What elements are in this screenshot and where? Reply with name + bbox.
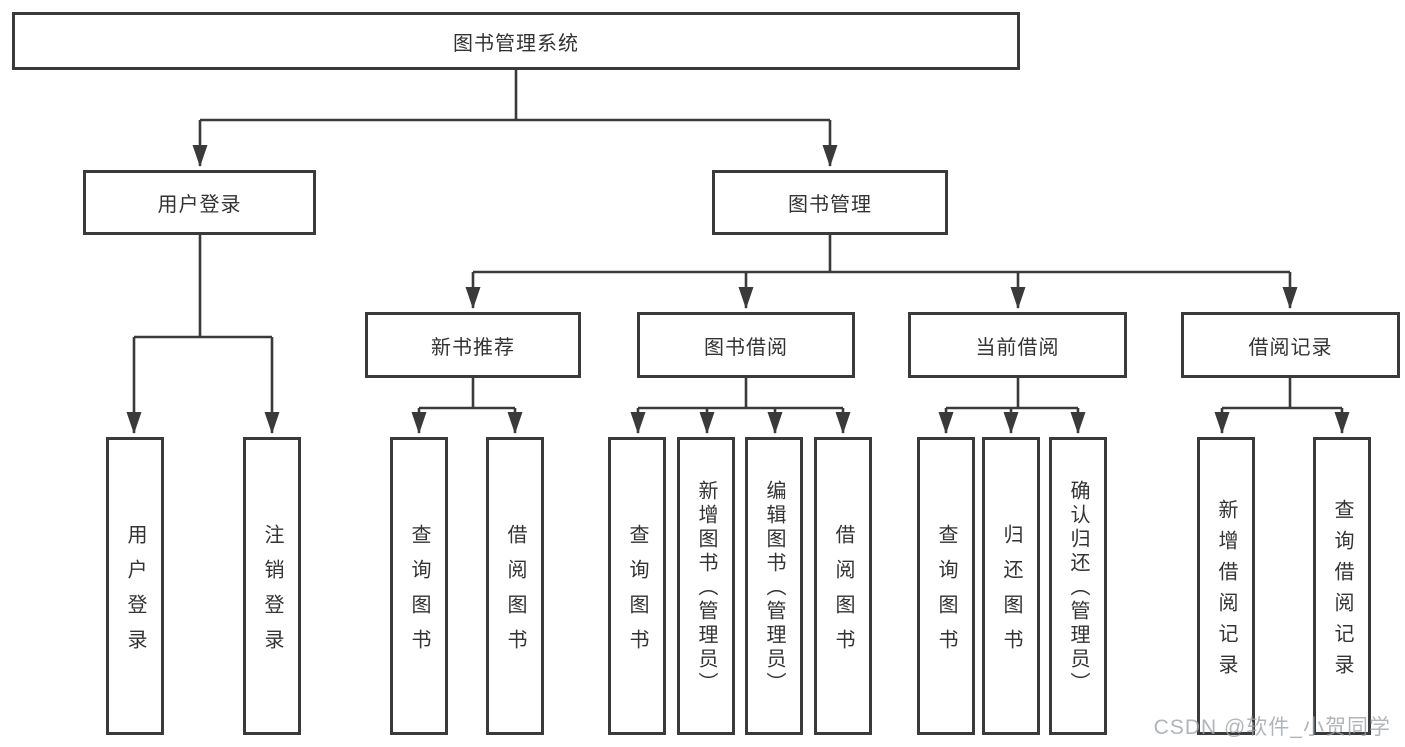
node-label: 查询图书 — [626, 523, 648, 664]
node-label: 借阅图书 — [504, 523, 526, 664]
leaf-edit-book-admin: 编辑图书（管理员） — [745, 437, 803, 735]
leaf-return-books: 归还图书 — [982, 437, 1040, 735]
node-label: 新书推荐 — [431, 336, 515, 359]
leaf-query-books: 查询图书 — [917, 437, 975, 735]
node-current-borrow: 当前借阅 — [908, 312, 1127, 378]
node-borrow-records: 借阅记录 — [1181, 312, 1400, 378]
leaf-confirm-return-admin: 确认归还（管理员） — [1049, 437, 1107, 735]
leaf-query-borrow-record: 查询借阅记录 — [1313, 437, 1371, 735]
node-user-login: 用户登录 — [83, 170, 316, 235]
leaf-borrow-books: 借阅图书 — [486, 437, 544, 735]
node-book-management: 图书管理 — [712, 170, 948, 235]
node-label: 用户登录 — [124, 523, 146, 664]
leaf-logout: 注销登录 — [243, 437, 301, 735]
node-new-book-recommend: 新书推荐 — [365, 312, 581, 378]
node-label: 新增借阅记录 — [1215, 498, 1237, 685]
node-label: 归还图书 — [1000, 523, 1022, 664]
node-label: 图书管理 — [788, 194, 872, 216]
node-label: 用户登录 — [157, 194, 242, 216]
node-label: 确认归还（管理员） — [1067, 480, 1089, 696]
leaf-add-book-admin: 新增图书（管理员） — [677, 437, 735, 735]
leaf-query-books: 查询图书 — [390, 437, 448, 735]
node-library-system: 图书管理系统 — [12, 12, 1020, 70]
node-label: 注销登录 — [261, 523, 283, 664]
node-label: 查询图书 — [408, 523, 430, 664]
node-label: 借阅记录 — [1248, 336, 1333, 359]
leaf-user-login: 用户登录 — [106, 437, 164, 735]
node-label: 图书管理系统 — [453, 32, 579, 55]
node-label: 查询图书 — [935, 523, 957, 664]
node-label: 查询借阅记录 — [1331, 498, 1353, 685]
node-label: 借阅图书 — [832, 523, 854, 664]
leaf-add-borrow-record: 新增借阅记录 — [1197, 437, 1255, 735]
watermark: CSDN @软件_小贺同学 — [1153, 716, 1391, 739]
node-label: 图书借阅 — [704, 336, 788, 359]
node-label: 新增图书（管理员） — [695, 480, 717, 696]
node-label: 编辑图书（管理员） — [763, 480, 785, 696]
node-book-borrow: 图书借阅 — [637, 312, 855, 378]
leaf-query-books: 查询图书 — [608, 437, 666, 735]
node-label: 当前借阅 — [975, 336, 1060, 359]
leaf-borrow-books: 借阅图书 — [814, 437, 872, 735]
